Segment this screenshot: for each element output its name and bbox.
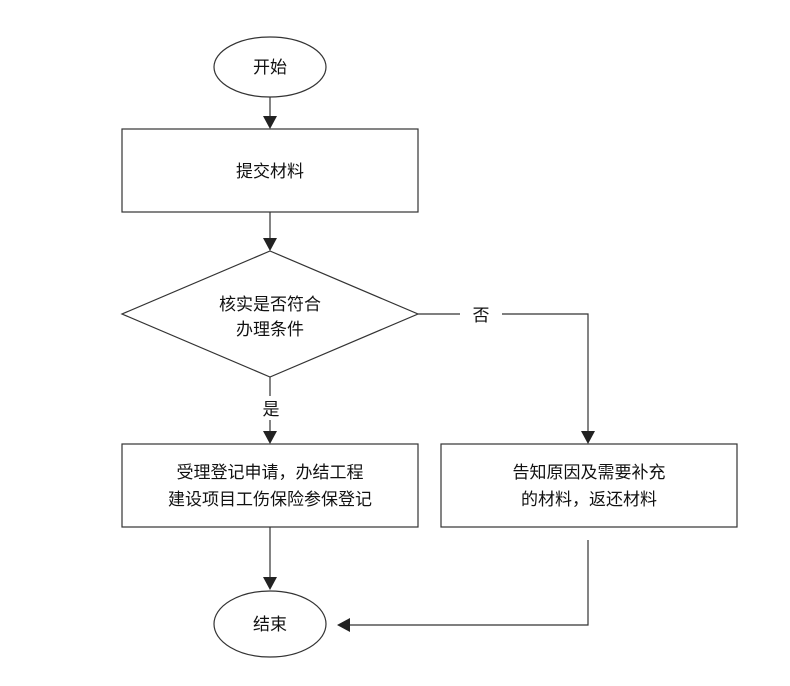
start-node: 开始 — [213, 36, 327, 98]
arrow-icon — [263, 431, 277, 444]
edge-check-to-notify: 否 — [418, 303, 595, 444]
edge-submit-to-check — [263, 212, 277, 251]
no-label: 否 — [473, 306, 490, 326]
accept-label-line1: 受理登记申请，办结工程 — [177, 463, 364, 483]
arrow-icon — [263, 577, 277, 590]
submit-node: 提交材料 — [121, 128, 419, 213]
arrow-icon — [581, 431, 595, 444]
yes-label: 是 — [263, 400, 280, 420]
arrow-icon — [263, 116, 277, 129]
end-node: 结束 — [213, 590, 327, 658]
arrow-icon — [337, 618, 350, 632]
check-label-line2: 办理条件 — [236, 320, 304, 340]
submit-label: 提交材料 — [236, 162, 304, 182]
notify-node: 告知原因及需要补充 的材料，返还材料 — [440, 443, 738, 528]
check-decision-node: 核实是否符合 办理条件 — [120, 250, 420, 378]
accept-label-line2: 建设项目工伤保险参保登记 — [168, 490, 372, 510]
start-label: 开始 — [253, 58, 287, 78]
notify-label-line2: 的材料，返还材料 — [521, 490, 657, 510]
edge-start-to-submit — [263, 97, 277, 129]
notify-label-line1: 告知原因及需要补充 — [513, 463, 666, 483]
accept-node: 受理登记申请，办结工程 建设项目工伤保险参保登记 — [121, 443, 419, 528]
check-label-line1: 核实是否符合 — [219, 295, 321, 315]
edge-check-to-accept: 是 — [258, 377, 284, 444]
edge-notify-to-end — [337, 540, 589, 632]
end-label: 结束 — [253, 615, 287, 635]
arrow-icon — [263, 238, 277, 251]
edge-accept-to-end — [263, 527, 277, 590]
